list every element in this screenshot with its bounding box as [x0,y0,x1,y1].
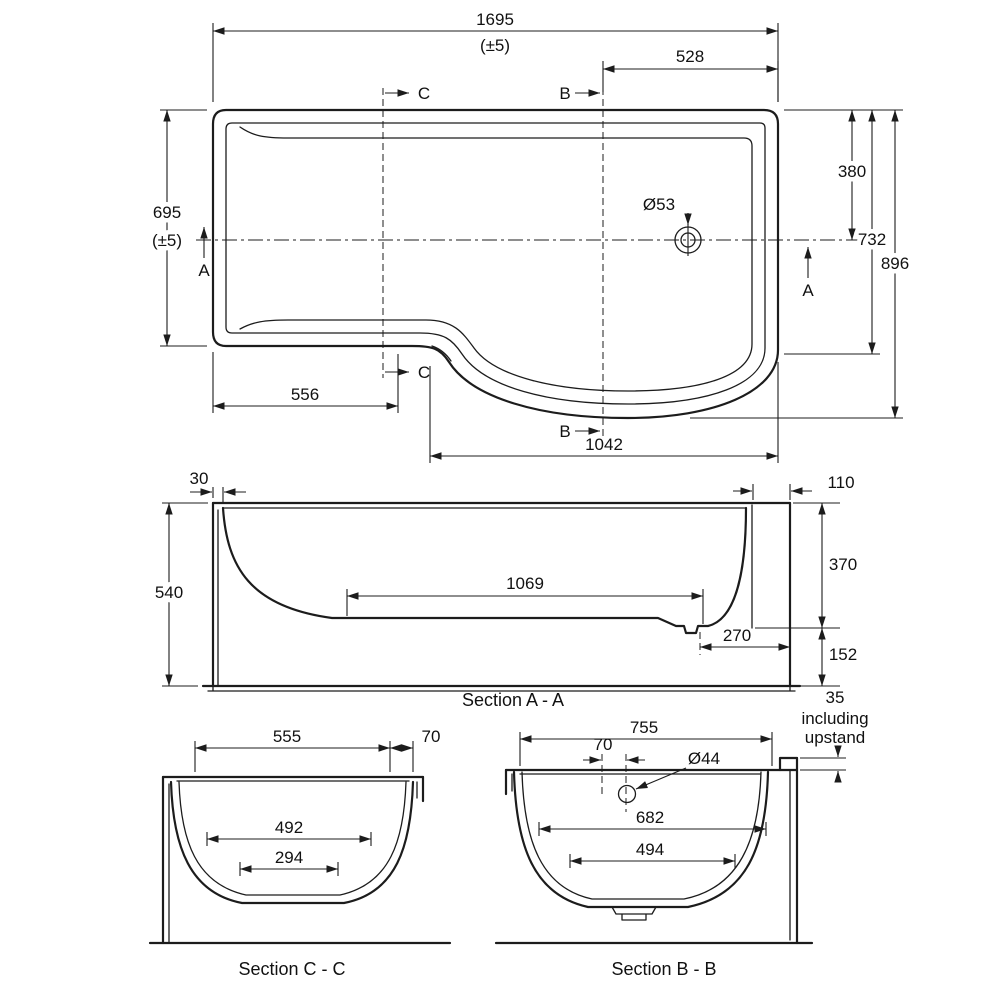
overflow-dia-label: Ø44 [688,749,720,768]
section-marker-b-top: B [559,84,600,103]
marker-b-label: B [559,84,570,103]
dim-270-label: 270 [723,626,751,645]
extension-lines [690,109,903,419]
tub-outer [169,780,415,905]
dim-540-label: 540 [155,583,183,602]
marker-a-label: A [802,281,814,300]
dim-152-label: 152 [829,645,857,664]
upstand-note: 35 including upstand [800,688,869,783]
dim-70-label: 70 [594,735,613,754]
dim-70-overflow: 70 [583,735,645,812]
bath-outline-tub-edge [239,126,753,392]
dim-30-label: 30 [190,469,209,488]
extension-lines [602,61,779,102]
section-a-title: Section A - A [462,690,564,710]
dim-294-label: 294 [275,848,303,867]
marker-c-label: C [418,84,430,103]
dim-555-label: 555 [273,727,301,746]
dim-overall-width: 695 (±5) [147,109,207,347]
dim-556-label: 556 [291,385,319,404]
marker-a-label: A [198,261,210,280]
extension-lines [429,362,779,463]
waste-dia-label: Ø53 [643,195,675,214]
dim-waste-diameter: Ø53 [643,195,692,225]
section-c-title: Section C - C [238,959,345,979]
extension-lines [212,487,224,503]
leader-arrow [635,767,687,790]
tub-outer [512,770,770,909]
bath-outline-rim-inner [225,122,766,405]
dim-1069-label: 1069 [506,574,544,593]
extension-lines [755,502,840,629]
tub-inner [178,781,407,896]
tub-inner [521,771,762,900]
dim-270: 270 [699,626,790,655]
dim-1042: 1042 [429,362,779,463]
extension-lines [752,484,791,500]
upstand-35-label: 35 [826,688,845,707]
section-a-view: 30 540 1069 110 370 [150,469,857,710]
plan-bath-outline [211,108,780,420]
dim-494-label: 494 [636,840,664,859]
dim-1695-tolerance: (±5) [480,36,510,55]
waste-bump [611,906,657,921]
dim-755: 755 [519,718,773,766]
dim-overflow-diameter: Ø44 [635,749,720,790]
dim-152: 152 [795,628,857,687]
section-b-view: 755 70 Ø44 682 494 Section B - B [494,718,814,979]
dim-896-label: 896 [881,254,909,273]
dim-528: 528 [602,47,779,102]
bath-transition-detail [431,345,452,362]
extension-lines [519,732,773,766]
section-c-outline [148,775,452,945]
section-marker-a-left: A [198,227,210,280]
tub-profile [221,506,748,635]
dim-right-stack: 380 732 896 [690,109,914,419]
dim-30: 30 [190,469,246,503]
dim-370: 370 [755,502,857,629]
dim-492: 492 [206,818,372,846]
upstand-note-line1: including [801,709,868,728]
marker-b-label: B [559,422,570,441]
section-marker-c-top: C [385,84,430,103]
section-b-title: Section B - B [611,959,716,979]
upstand-note-line2: upstand [805,728,866,747]
section-a-outline [201,501,802,692]
dim-294: 294 [239,848,339,876]
dim-110: 110 [733,473,855,500]
section-marker-c-bottom: C [385,363,430,382]
dim-555: 555 70 [194,727,441,772]
dim-492-label: 492 [275,818,303,837]
dim-370-label: 370 [829,555,857,574]
dim-682: 682 [538,808,767,836]
dim-755-label: 755 [630,718,658,737]
dim-1042-label: 1042 [585,435,623,454]
dim-494: 494 [569,840,736,868]
overflow-hole [617,784,637,804]
dim-556: 556 [212,352,399,413]
dim-110-label: 110 [827,473,854,492]
section-marker-a-right: A [802,247,814,300]
dim-695-tolerance: (±5) [152,231,182,250]
bath-outline-outer [211,108,780,420]
marker-c-label: C [418,363,430,382]
dim-540: 540 [150,502,208,687]
section-marker-b-bottom: B [559,422,600,441]
plan-view: 1695 (±5) 528 695 (±5) A A C [147,10,914,463]
dim-1069: 1069 [346,574,704,624]
dim-70-label: 70 [422,727,441,746]
upstand [778,756,799,772]
dim-1695-label: 1695 [476,10,514,29]
dim-682-label: 682 [636,808,664,827]
section-c-view: 555 70 492 294 Section C - C [148,727,452,979]
base-line [207,685,796,692]
dim-695-label: 695 [153,203,181,222]
dim-732-label: 732 [858,230,886,249]
dim-380-label: 380 [838,162,866,181]
extension-lines [194,741,414,772]
extension-lines [800,757,846,771]
dim-528-label: 528 [676,47,704,66]
